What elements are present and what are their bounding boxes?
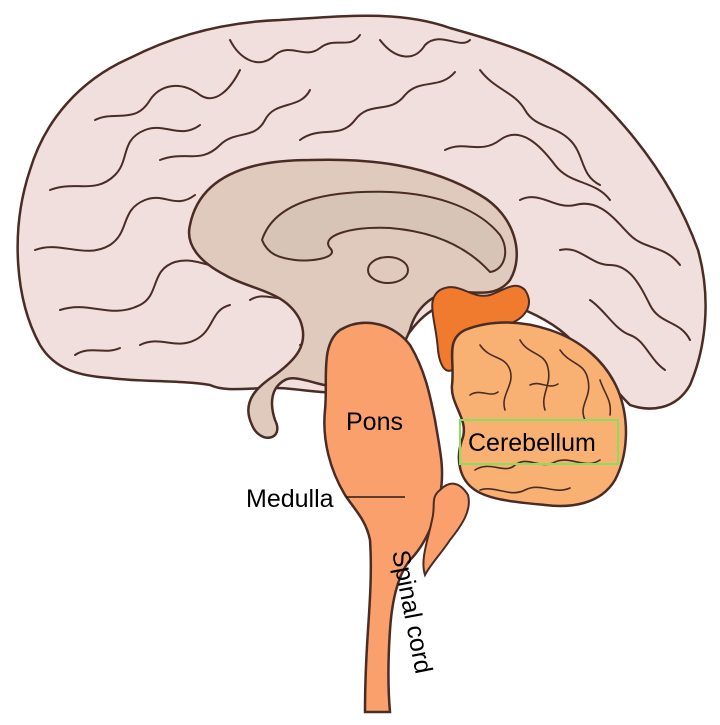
cerebellum-label: Cerebellum xyxy=(468,429,596,457)
cerebellum-highlight-box xyxy=(459,419,619,465)
posterior-brainstem xyxy=(422,482,470,578)
thalamus-oval xyxy=(367,256,409,284)
cerebellum-folia xyxy=(469,339,612,494)
medulla-label: Medulla xyxy=(246,485,334,513)
brainstem xyxy=(323,321,444,714)
corpus-callosum xyxy=(260,190,507,274)
pons-label: Pons xyxy=(346,408,403,436)
cerebral-gyri xyxy=(34,34,691,371)
